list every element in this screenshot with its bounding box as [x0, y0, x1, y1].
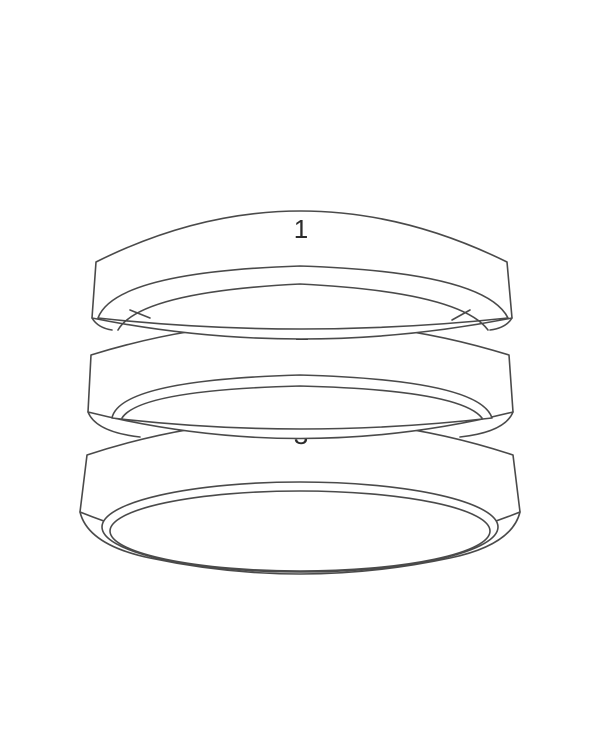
- ring-3: 3: [79, 419, 521, 575]
- ring-3-inner-opening-inner: [109, 490, 491, 572]
- ring-2: 2: [87, 316, 514, 440]
- ring-3-top-rim: [79, 511, 521, 575]
- ring-1-inner-wall-right: [451, 309, 471, 321]
- ring-2-inner-opening: [111, 374, 493, 430]
- ring-1-lower-rim-left: [91, 317, 113, 331]
- ring-1-inner-opening: [97, 265, 509, 330]
- ring-2-inner-opening-edge: [121, 385, 483, 419]
- ring-1-lower-rim-right: [489, 317, 513, 331]
- ring-1-label: 1: [294, 214, 308, 244]
- ring-1-inner-opening-edge: [117, 283, 489, 331]
- ring-1-inner-wall-left: [129, 309, 151, 319]
- ring-1: 1: [91, 210, 513, 340]
- ring-2-lower-rim: [87, 411, 141, 438]
- ring-3-inner-opening-outer: [101, 481, 499, 573]
- ring-2-lower-rim-right: [459, 411, 514, 438]
